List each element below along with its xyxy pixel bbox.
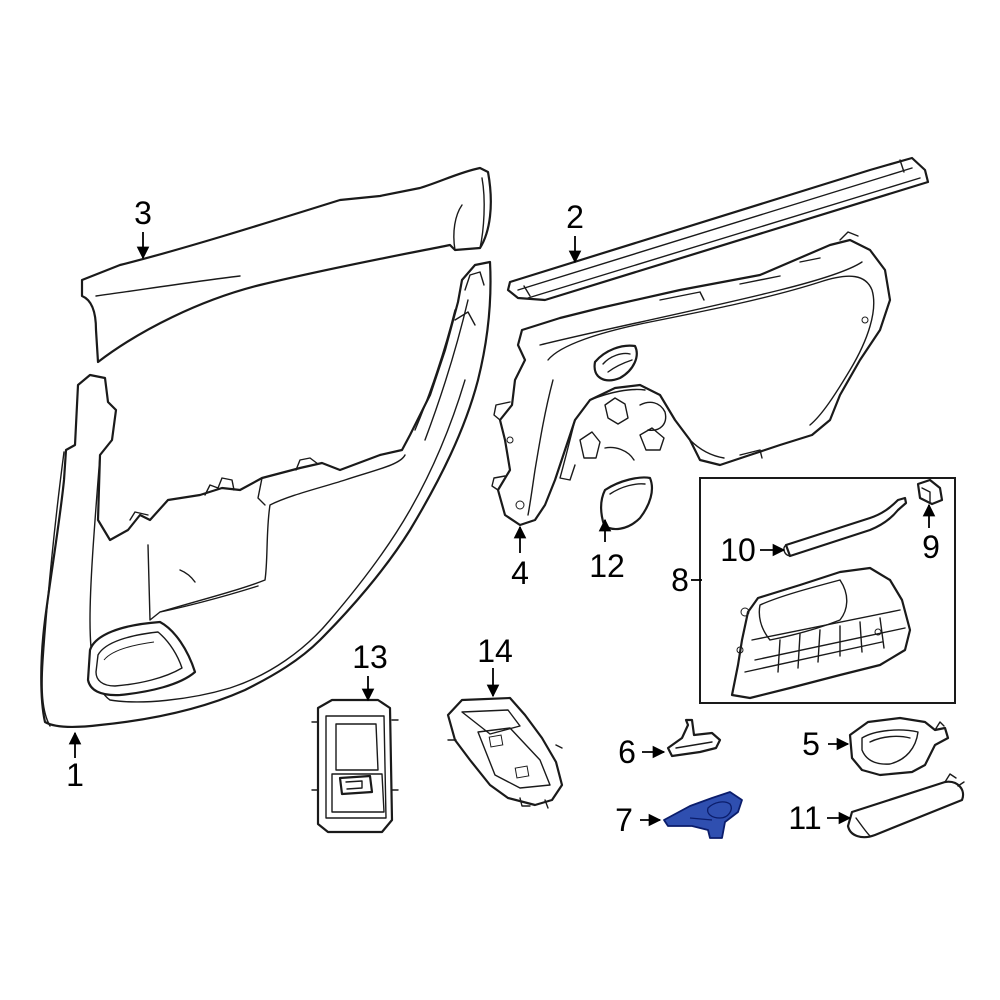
part-13-window-switch[interactable]	[311, 698, 399, 834]
callout-10: 10	[720, 532, 756, 568]
callout-labels: 1 2 3 4 5 6 7 8 9 10 11 12 13 14	[66, 195, 940, 838]
callout-7: 7	[615, 802, 633, 838]
callout-12: 12	[589, 548, 625, 584]
callout-8: 8	[671, 562, 689, 598]
callout-13: 13	[352, 639, 388, 675]
leader-lines	[68, 232, 936, 827]
part-14-switch-housing[interactable]	[446, 696, 564, 809]
part-12-cover[interactable]	[600, 476, 654, 531]
part-5-inner-handle[interactable]	[848, 716, 950, 777]
callout-1: 1	[66, 757, 84, 793]
callout-5: 5	[802, 726, 820, 762]
callout-14: 14	[477, 633, 513, 669]
part-8-handle-housing[interactable]	[730, 566, 912, 700]
part-8-group-box	[699, 477, 956, 704]
part-9-clip[interactable]	[916, 478, 944, 506]
callout-11: 11	[788, 800, 821, 836]
callout-4: 4	[511, 555, 529, 591]
part-7-highlighted-bracket[interactable]	[663, 791, 743, 839]
part-4-inner-frame[interactable]	[491, 231, 892, 527]
callout-9: 9	[922, 529, 940, 565]
callout-2: 2	[566, 199, 584, 235]
part-1-door-trim-panel[interactable]	[40, 260, 492, 729]
part-10-rod[interactable]	[783, 496, 908, 558]
callout-6: 6	[618, 734, 636, 770]
part-6-lever[interactable]	[666, 718, 722, 758]
callout-3: 3	[134, 195, 152, 231]
part-2-belt-weatherstrip[interactable]	[506, 156, 930, 302]
part-11-trim-strip[interactable]	[846, 773, 965, 839]
part-3-upper-trim[interactable]	[80, 166, 492, 364]
